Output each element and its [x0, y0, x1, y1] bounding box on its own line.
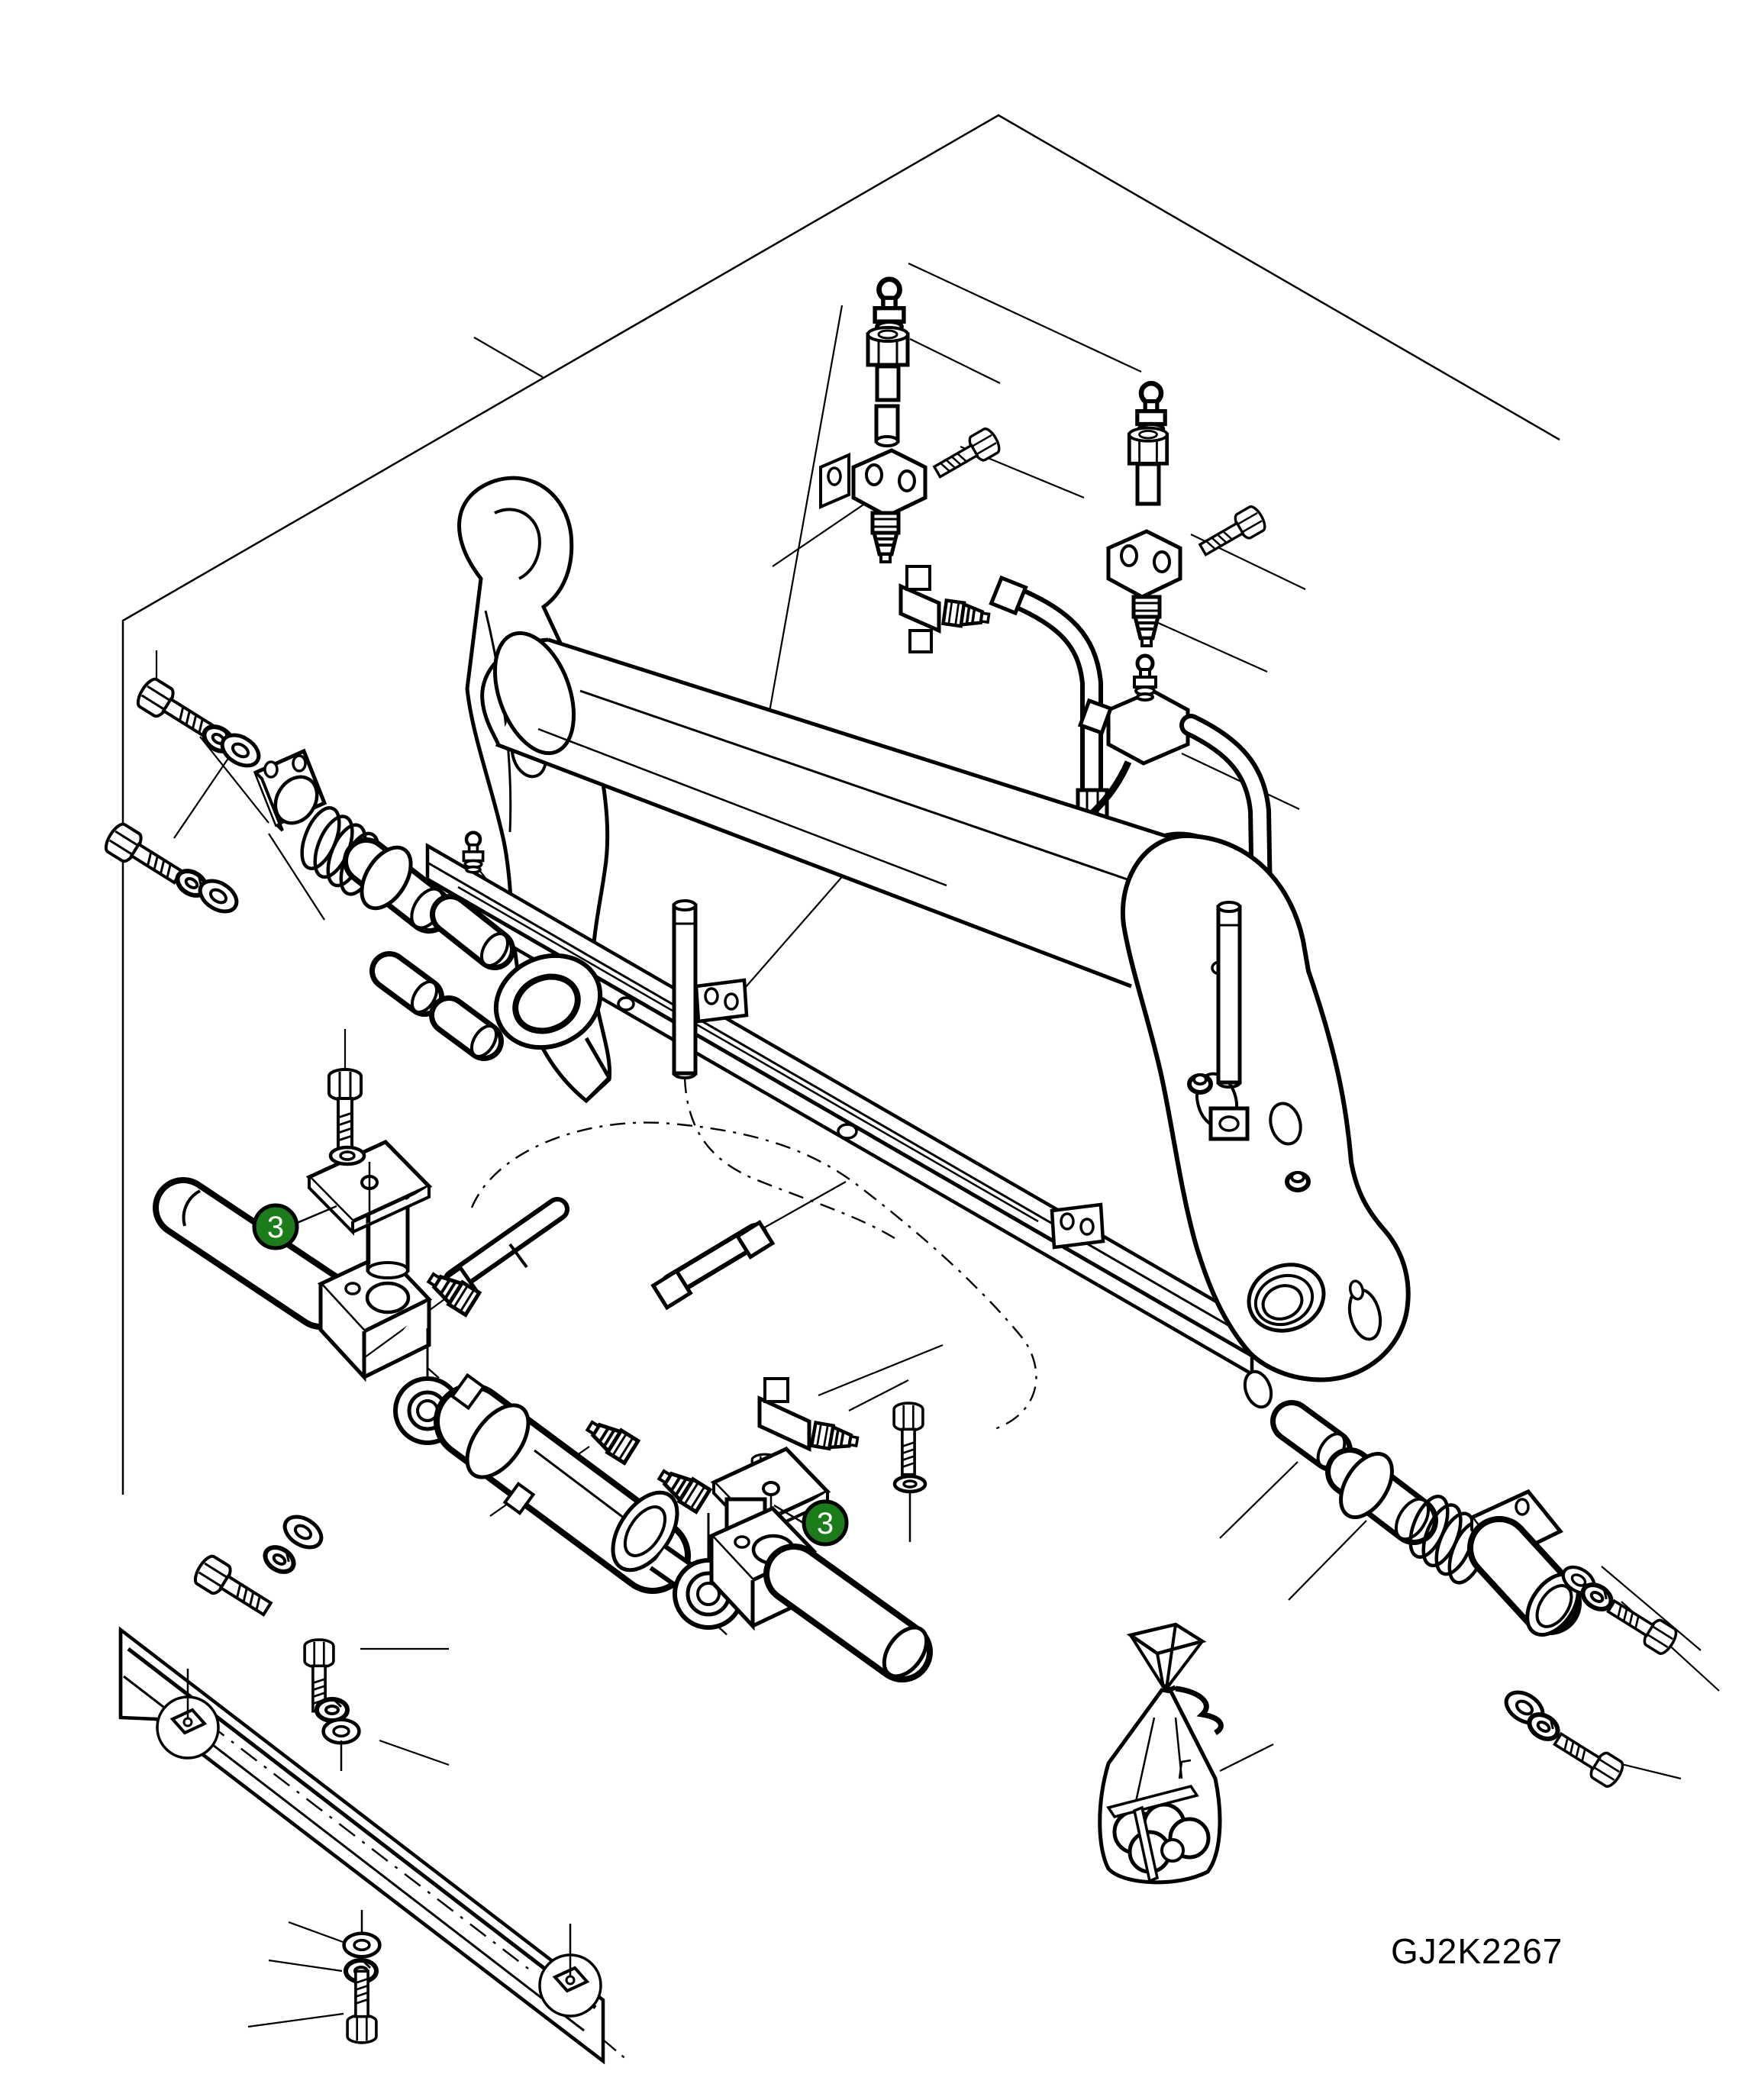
tee-fitting	[757, 1377, 859, 1453]
hitch-pin	[1208, 901, 1250, 1141]
leader-lines	[155, 263, 1720, 2028]
plate-grease-fitting	[1187, 1073, 1213, 1095]
plate-grease-fitting	[1285, 1171, 1311, 1192]
callout-circle[interactable]	[802, 1499, 849, 1547]
bag-o-rings	[1106, 1784, 1211, 1883]
left-tower-boss	[493, 953, 612, 1101]
callout-circle[interactable]	[252, 1203, 299, 1250]
coupler-frame	[425, 476, 1411, 1409]
lock-pin	[763, 1544, 933, 1682]
rail-bracket	[694, 978, 749, 1024]
right-pin-retainer-chain	[1270, 1400, 1682, 1791]
callout-3-upper[interactable]: 3	[252, 1203, 337, 1250]
lock-pin	[153, 1177, 351, 1330]
lock-pin-assembly-2	[708, 1402, 933, 1682]
bushing	[430, 894, 515, 970]
callout-label: 3	[817, 1507, 834, 1540]
pipe-clamp	[1106, 529, 1182, 599]
mounting-rail	[118, 1626, 605, 2065]
bushing	[369, 951, 444, 1017]
flanged-pin	[1325, 1447, 1438, 1545]
keeper-bolt-icon	[327, 1068, 363, 1150]
hose-group-middle	[424, 1197, 860, 1562]
tee-fitting	[898, 565, 990, 653]
left-pin-retainer-chain	[100, 674, 515, 1061]
tilt-cylinder	[189, 1328, 744, 1630]
pipe-clamp	[819, 448, 928, 518]
figure-code: GJ2K2267	[1391, 1931, 1563, 1971]
rail-bracket	[1050, 1202, 1105, 1250]
hitch-pin	[672, 899, 698, 1079]
lock-pin-assembly-1	[153, 1068, 433, 1382]
parts-bag	[1098, 1622, 1224, 1885]
body-boundary-line	[121, 114, 1560, 1495]
callout-label: 3	[267, 1211, 284, 1244]
gland-flange	[611, 1490, 679, 1573]
callout-3-lower[interactable]: 3	[773, 1499, 849, 1547]
flanged-pin	[343, 837, 453, 934]
clamp-bolt-icon	[929, 424, 1004, 485]
retainer-housing	[1467, 1489, 1582, 1637]
retainer-plate	[253, 748, 327, 832]
cross-tube	[480, 631, 1198, 989]
hose	[650, 1219, 776, 1311]
bushing	[429, 995, 504, 1061]
rail-detail-circle	[538, 1924, 602, 2018]
keeper-bolt-icon	[892, 1402, 924, 1476]
rail-detail-circle	[156, 1669, 220, 1760]
